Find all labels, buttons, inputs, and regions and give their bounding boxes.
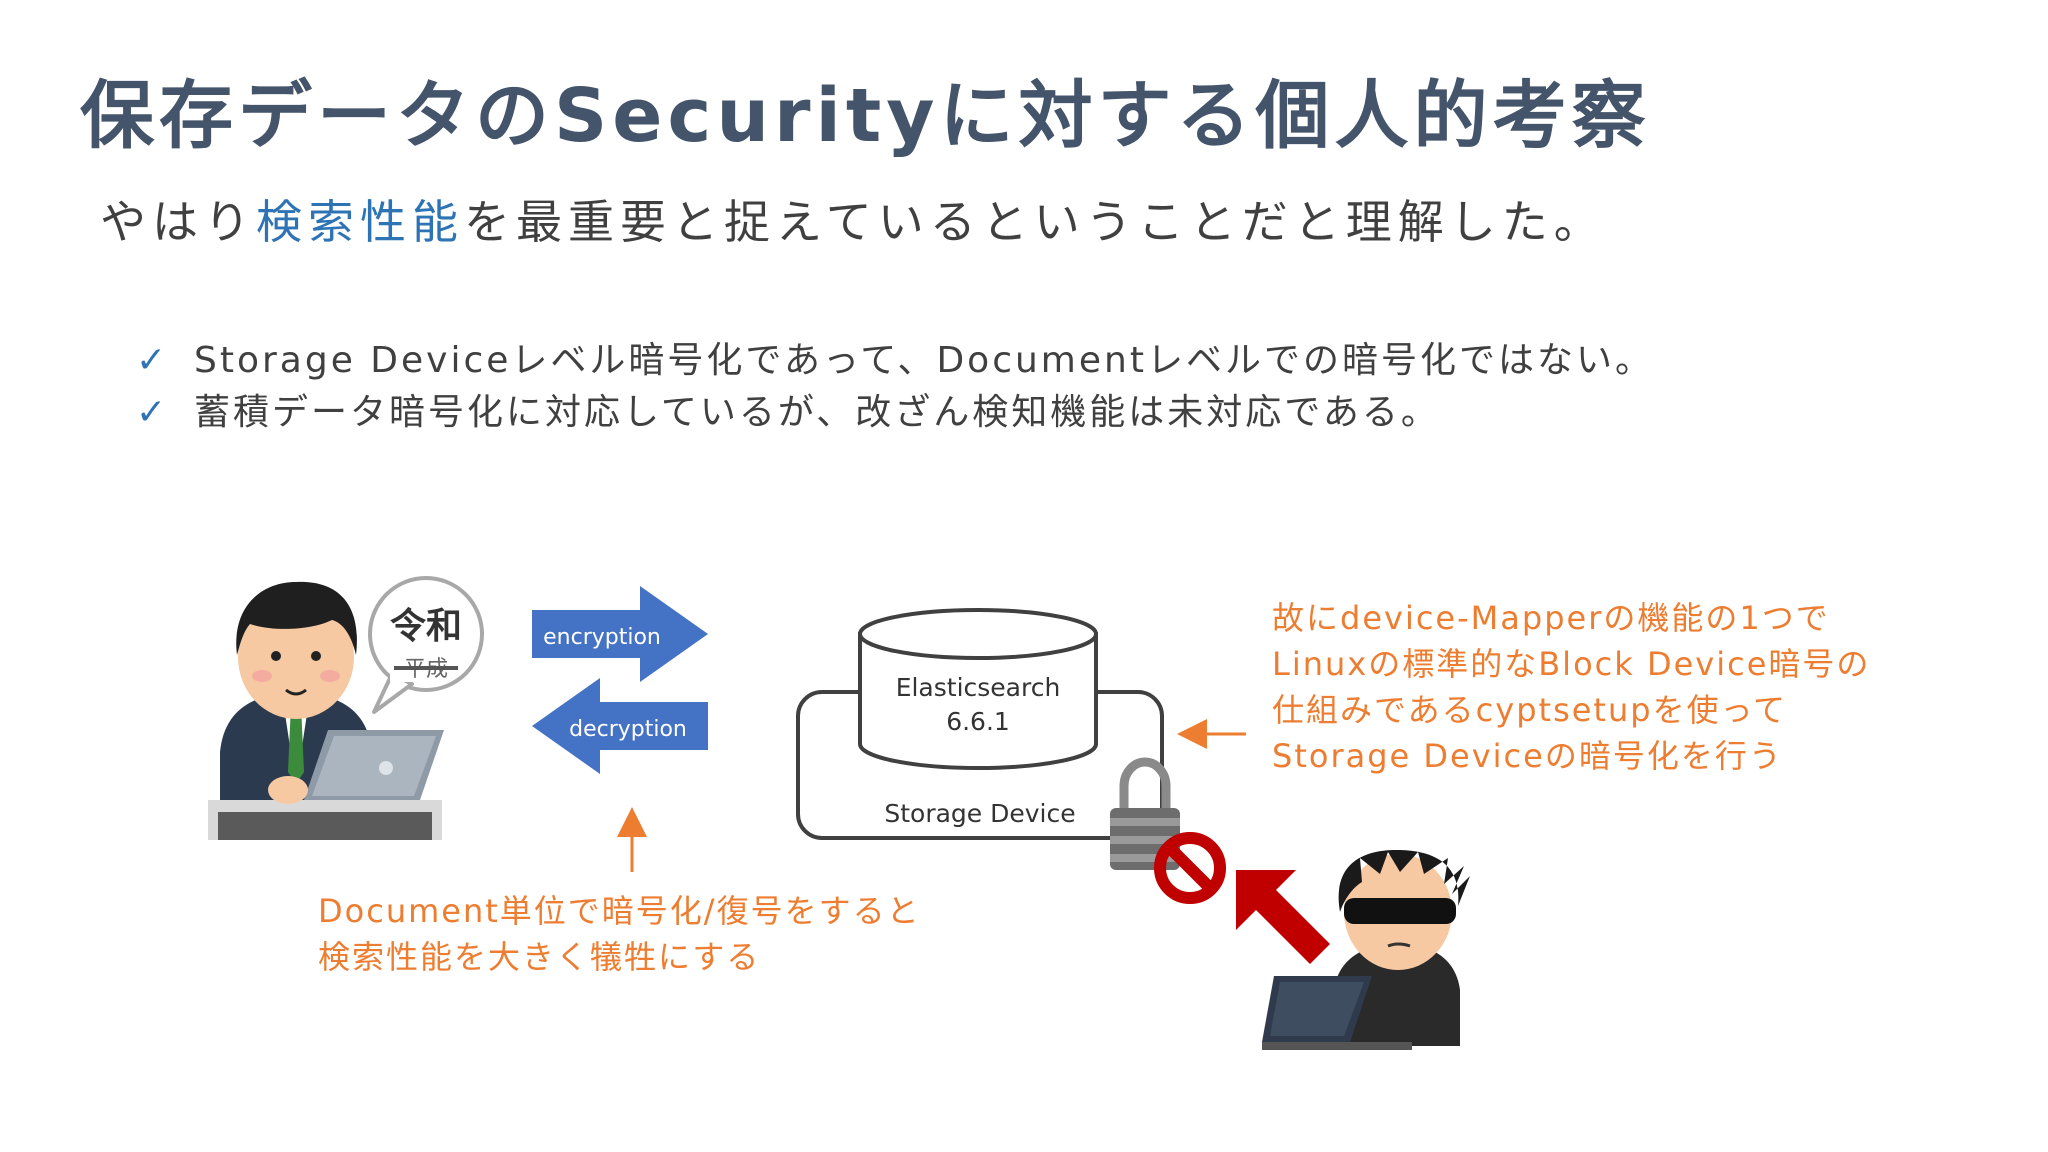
subtitle-highlight: 検索性能 (256, 195, 464, 249)
encryption-label: encryption (543, 625, 661, 650)
note-line: Linuxの標準的なBlock Device暗号の (1272, 645, 1871, 683)
bullet-text: Storage Deviceレベル暗号化であって、Documentレベルでの暗号… (194, 340, 1654, 381)
bullet-item: ✓ 蓄積データ暗号化に対応しているが、改ざん検知機能は未対応である。 (136, 387, 1654, 439)
note-line: Storage Deviceの暗号化を行う (1272, 737, 1783, 775)
bubble-reiwa-text: 令和 (390, 606, 462, 647)
subtitle-prefix: やはり (100, 195, 256, 249)
decryption-label: decryption (569, 717, 687, 742)
note-line: Document単位で暗号化/復号をすると (318, 892, 921, 930)
bullet-text: 蓄積データ暗号化に対応しているが、改ざん検知機能は未対応である。 (194, 392, 1440, 433)
note-line: 故にdevice-Mapperの機能の1つで (1272, 599, 1830, 637)
bullet-list: ✓ Storage Deviceレベル暗号化であって、Documentレベルでの暗… (136, 335, 1654, 439)
decryption-arrow: decryption (532, 678, 708, 774)
note-device-mapper: 故にdevice-Mapperの機能の1つで Linuxの標準的なBlock D… (1272, 595, 1870, 779)
note-document-encryption: Document単位で暗号化/復号をすると 検索性能を大きく犠牲にする (318, 888, 921, 980)
page-title: 保存データのSecurityに対する個人的考察 (80, 73, 1651, 159)
database-name: Elasticsearch (896, 673, 1061, 702)
speech-bubble: 令和 平成 (368, 576, 484, 714)
forbidden-icon (1154, 832, 1226, 904)
database-version: 6.6.1 (946, 707, 1010, 736)
check-icon: ✓ (136, 340, 170, 381)
note-line: 検索性能を大きく犠牲にする (318, 938, 761, 976)
attacker-illustration (1262, 850, 1470, 1050)
database-cylinder: Elasticsearch 6.6.1 (858, 608, 1098, 770)
attack-arrow-icon (1236, 870, 1330, 964)
note-line: 仕組みであるcyptsetupを使って (1272, 691, 1787, 729)
storage-device-label: Storage Device (884, 799, 1075, 828)
check-icon: ✓ (136, 392, 170, 433)
subtitle-suffix: を最重要と捉えているということだと理解した。 (464, 195, 1606, 249)
subtitle: やはり検索性能を最重要と捉えているということだと理解した。 (100, 186, 1606, 252)
bullet-item: ✓ Storage Deviceレベル暗号化であって、Documentレベルでの暗… (136, 335, 1654, 387)
encryption-arrow: encryption (532, 586, 708, 682)
office-worker-illustration (208, 581, 444, 840)
